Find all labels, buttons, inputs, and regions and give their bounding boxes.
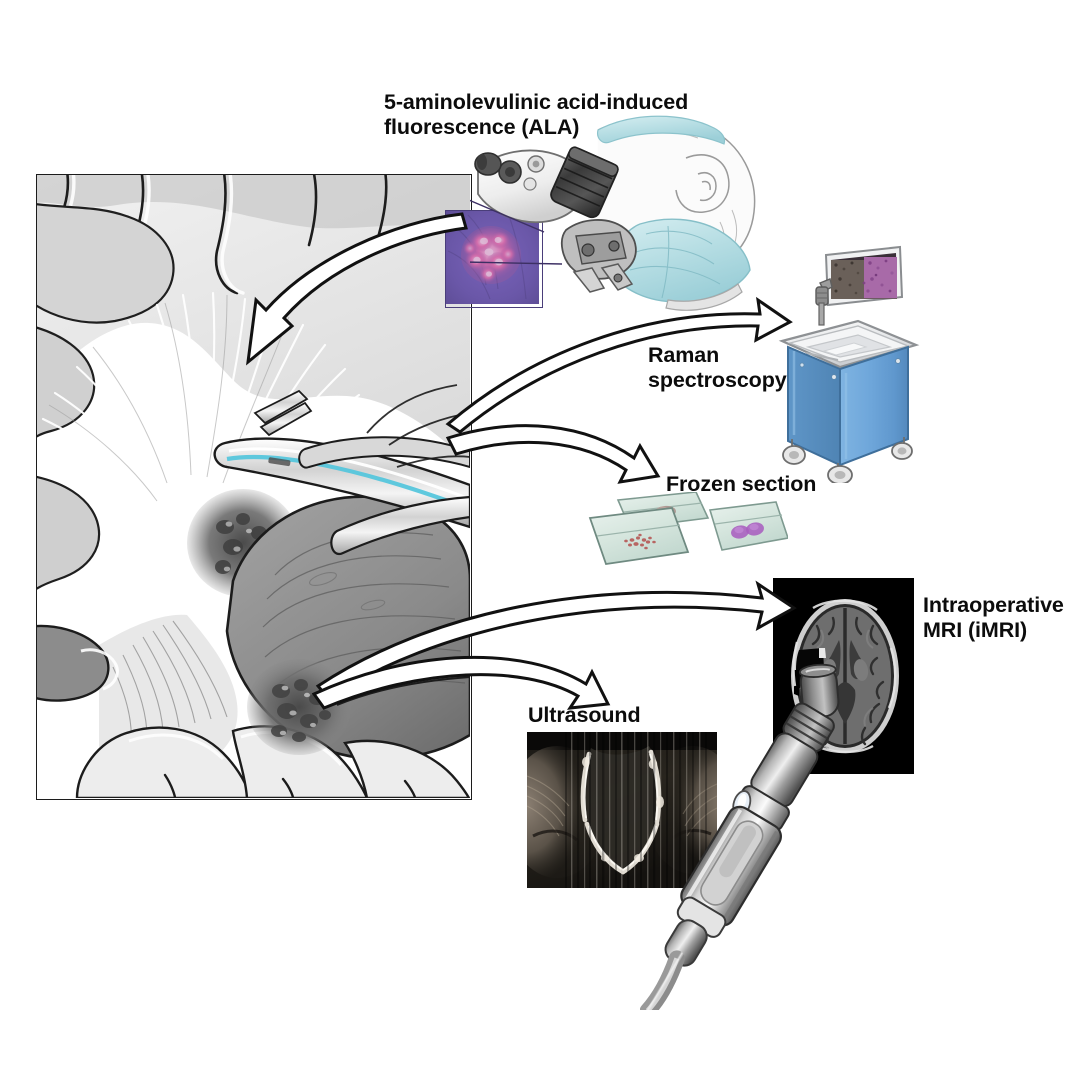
imri-image-panel (773, 578, 914, 774)
coronal-brain-panel (36, 174, 472, 800)
coronal-brain-illustration (37, 175, 470, 798)
frozen-section-slides-illustration (588, 491, 790, 565)
label-raman-spectroscopy: Raman spectroscopy (648, 343, 787, 392)
ultrasound-bmode-image (527, 732, 717, 888)
ultrasound-probe-panel (639, 645, 870, 1019)
arrow-to-frozen-section (445, 424, 661, 484)
surgical-microscope-illustration (463, 115, 756, 311)
surgical-microscope-panel (463, 112, 770, 322)
ultrasound-probe-illustration (639, 663, 840, 1019)
label-intraoperative-mri: Intraoperative MRI (iMRI) (923, 593, 1064, 642)
label-ala: 5-aminolevulinic acid-induced fluorescen… (384, 90, 689, 139)
raman-spectroscopy-cart-panel (766, 243, 926, 485)
frozen-section-slides-panel (588, 491, 790, 578)
label-frozen-section: Frozen section (666, 472, 817, 496)
raman-cart-illustration (778, 245, 920, 485)
ultrasound-image-panel (527, 732, 717, 888)
label-ultrasound: Ultrasound (528, 703, 641, 727)
imri-axial-image (773, 578, 914, 774)
